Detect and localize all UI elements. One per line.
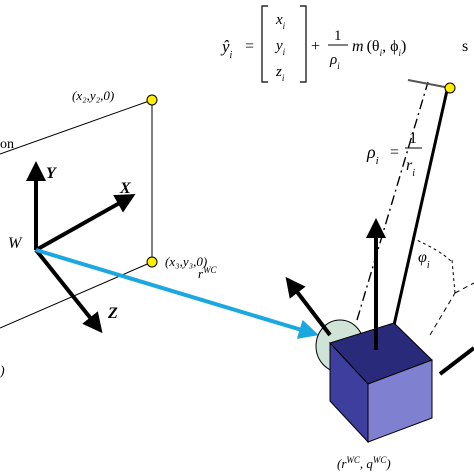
point-mid-label: (x₃,y₃,0) bbox=[165, 254, 207, 269]
left-bottom-label: ) bbox=[0, 364, 5, 379]
svg-text:1: 1 bbox=[409, 130, 417, 147]
camera-pose-label: (rWC, qWC) bbox=[337, 455, 391, 471]
svg-text:ri: ri bbox=[406, 157, 415, 179]
svg-text:=: = bbox=[245, 38, 254, 55]
camera-axis-left bbox=[285, 276, 332, 337]
svg-text:m(θi, ϕi): m(θi, ϕi) bbox=[352, 38, 406, 58]
svg-text:ρi: ρi bbox=[329, 52, 340, 71]
feature-point-marker bbox=[444, 82, 456, 94]
svg-text:+: + bbox=[311, 38, 320, 55]
phi-arc bbox=[411, 237, 453, 263]
svg-text:1: 1 bbox=[334, 28, 342, 44]
world-plane bbox=[0, 99, 153, 329]
point-top-label: (x₂,y₂,0) bbox=[72, 88, 114, 103]
r-wc-label: rWC bbox=[198, 265, 218, 281]
svg-text:=: = bbox=[390, 144, 399, 161]
axis-x-label: X bbox=[119, 180, 131, 197]
camera-cube bbox=[329, 322, 433, 444]
measurement-equation: ŷi = xi yi zi + 1 ρi m(θi, ϕi) s bbox=[220, 5, 468, 83]
camera-position-ray bbox=[35, 248, 319, 339]
feature-anchor-line bbox=[407, 79, 451, 89]
svg-text:ŷi: ŷi bbox=[220, 37, 233, 61]
svg-text:yi: yi bbox=[274, 38, 286, 57]
plane-left-label: on bbox=[0, 137, 14, 152]
svg-text:ρi: ρi bbox=[366, 142, 379, 167]
axis-y-label: Y bbox=[46, 165, 57, 182]
svg-text:zi: zi bbox=[275, 64, 285, 83]
origin-label: W bbox=[8, 235, 23, 252]
projection-dashed-3 bbox=[451, 259, 456, 294]
point-mid-marker bbox=[146, 256, 158, 268]
projection-dashed-2 bbox=[454, 282, 474, 294]
camera-axis-right bbox=[438, 346, 474, 376]
svg-text:s: s bbox=[462, 38, 468, 55]
feature-solid-line bbox=[390, 85, 450, 335]
axis-z-label: Z bbox=[107, 305, 118, 322]
world-axes bbox=[26, 161, 136, 334]
point-top-marker bbox=[146, 94, 158, 106]
svg-text:xi: xi bbox=[275, 12, 286, 31]
rho-equation: ρi = 1 ri bbox=[366, 130, 422, 179]
feature-ray bbox=[356, 81, 429, 321]
projection-dashed-1 bbox=[429, 292, 456, 336]
phi-label: φi bbox=[418, 249, 430, 271]
